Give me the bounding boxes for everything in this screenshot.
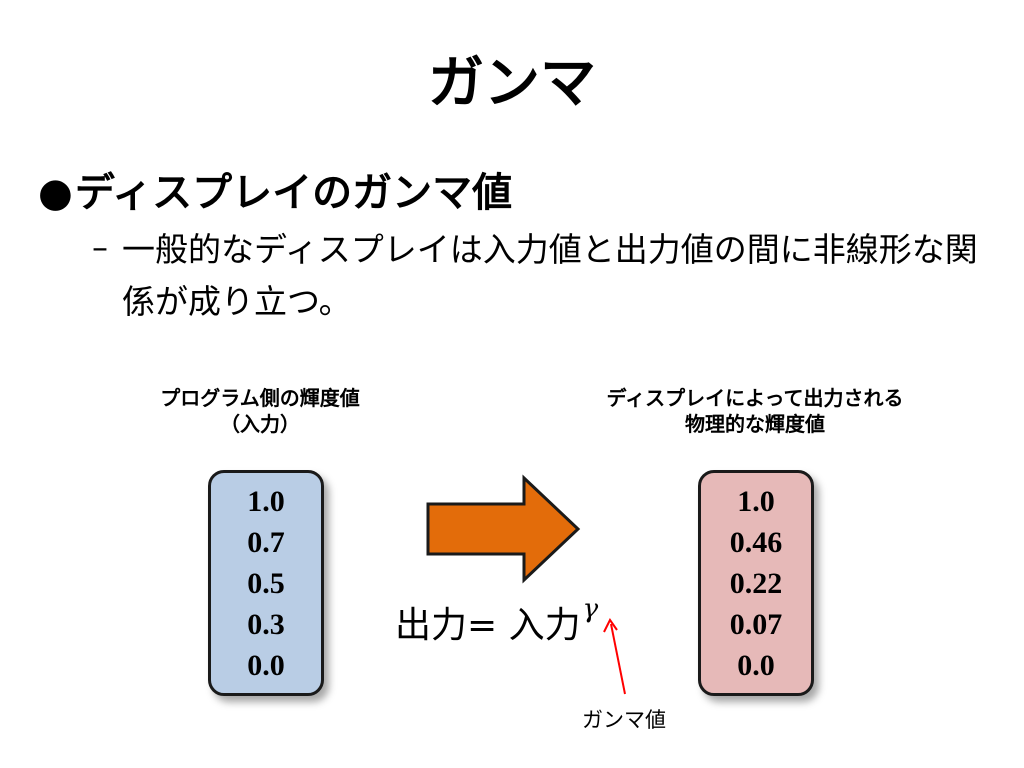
output-value: 0.46 <box>729 525 783 559</box>
input-label-line1: プログラム側の輝度値 <box>160 386 360 410</box>
output-values-box: 1.0 0.46 0.22 0.07 0.0 <box>698 470 814 696</box>
sub-bullet-text: 一般的なディスプレイは入力値と出力値の間に非線形な関係が成り立つ。 <box>122 230 978 321</box>
output-value: 0.0 <box>737 648 775 682</box>
bullet-dot-icon: ● <box>38 170 73 216</box>
output-value: 0.22 <box>729 566 783 600</box>
input-values-box: 1.0 0.7 0.5 0.3 0.0 <box>208 470 324 696</box>
gamma-exponent: γ <box>582 594 599 624</box>
input-value: 0.5 <box>247 566 285 600</box>
red-pointer-arrow-icon <box>603 618 626 695</box>
main-bullet-text: ディスプレイのガンマ値 <box>74 170 513 216</box>
formula-text: 出力= 入力 <box>395 605 581 646</box>
right-arrow-icon <box>426 474 581 584</box>
input-value: 0.0 <box>247 648 285 682</box>
input-column-label: プログラム側の輝度値 （入力） <box>115 385 405 437</box>
gamma-formula: 出力= 入力γ <box>395 594 599 648</box>
output-value: 0.07 <box>729 607 783 641</box>
slide-title: ガンマ <box>428 51 596 116</box>
input-value: 1.0 <box>247 484 285 518</box>
gamma-value-caption: ガンマ値 <box>582 708 666 732</box>
sub-bullet-dash: – <box>92 228 108 266</box>
output-label-line1: ディスプレイによって出力される <box>606 386 904 410</box>
output-label-line2: 物理的な輝度値 <box>685 412 825 436</box>
main-bullet: ●ディスプレイのガンマ値 <box>38 160 512 218</box>
input-value: 0.3 <box>247 607 285 641</box>
output-value: 1.0 <box>737 484 775 518</box>
input-value: 0.7 <box>247 525 285 559</box>
output-column-label: ディスプレイによって出力される 物理的な輝度値 <box>545 385 965 437</box>
input-label-line2: （入力） <box>220 412 300 436</box>
